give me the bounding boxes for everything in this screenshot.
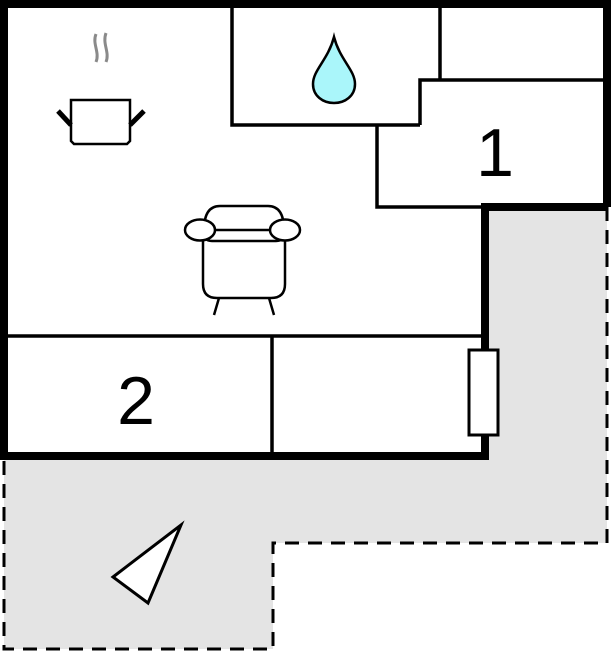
- room-1-label: 1: [476, 115, 514, 191]
- terrace-area: [4, 207, 607, 649]
- terrace-dashed-border: [2, 207, 609, 651]
- room-2-label: 2: [117, 363, 155, 439]
- door-window: [467, 348, 500, 437]
- compass-arrow-icon: [110, 520, 185, 606]
- kitchen-pot-icon: [56, 32, 146, 146]
- inner-walls: [4, 4, 607, 456]
- water-drop-icon: [311, 32, 357, 105]
- armchair-icon: [183, 204, 302, 316]
